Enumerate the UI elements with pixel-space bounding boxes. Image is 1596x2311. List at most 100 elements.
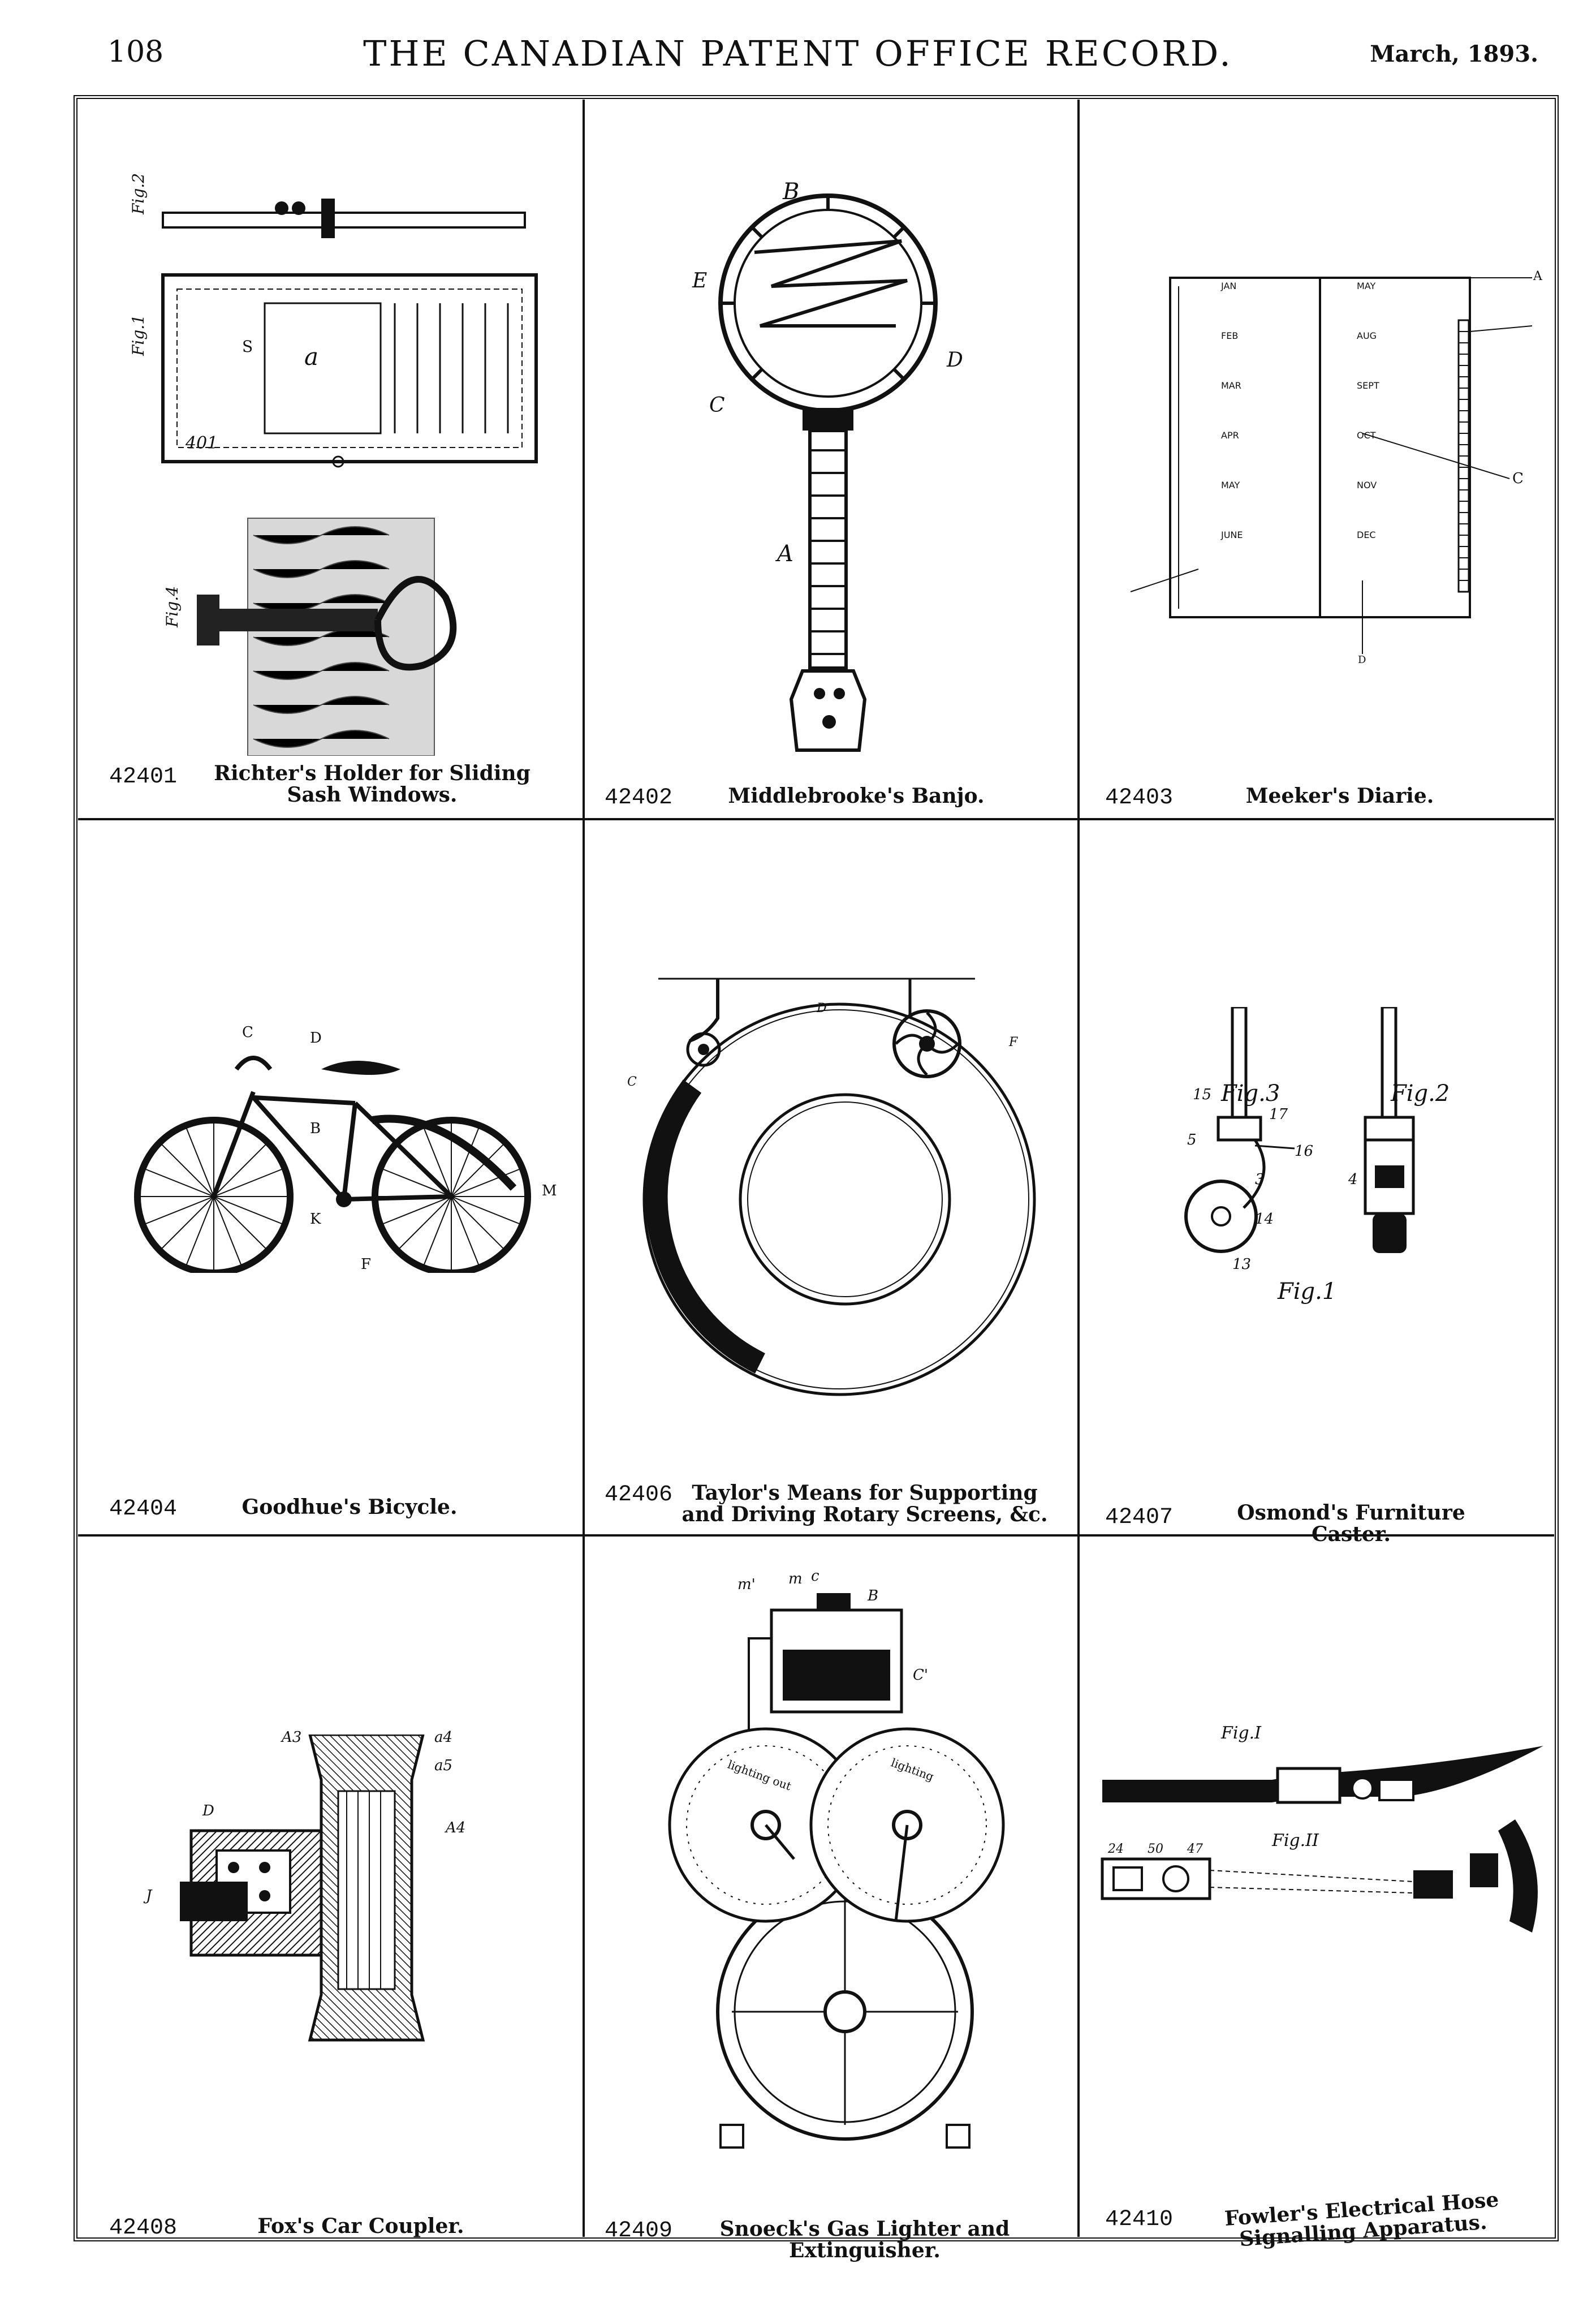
page-number: 108	[107, 35, 164, 69]
patent-cell-42401: Fig.2 Fig.1 Fig.4 a S 401 42401 Richter'…	[78, 100, 583, 818]
patent-cell-42403: JAN FEB MAR APR MAY JUNE MAY AUG SEPT OC…	[1080, 100, 1554, 818]
fowler-drawing: Fig.I Fig.II 24 50 47	[1097, 1723, 1549, 1938]
osmond-label-5: 5	[1187, 1131, 1197, 1148]
month-label: DEC	[1357, 530, 1376, 540]
richter-label-fig2: Fig.2	[129, 173, 148, 215]
patent-title: Goodhue's Bicycle.	[241, 1495, 458, 1519]
fox-label-a5-top: a5	[434, 1757, 453, 1774]
page-title: THE CANADIAN PATENT OFFICE RECORD.	[363, 33, 1233, 74]
page-header: 108 THE CANADIAN PATENT OFFICE RECORD. M…	[0, 0, 1596, 85]
osmond-label-4: 4	[1348, 1171, 1358, 1188]
fox-label-a3: A3	[282, 1729, 302, 1746]
diarie-figure	[1130, 277, 1533, 654]
patent-cell-42408: A3 a4 a5 A4 D J 42408 Fox's Car Coupler.	[78, 1537, 583, 2241]
richter-label-fig4: Fig.4	[163, 586, 182, 628]
snoeck-drawing: m' m c B C' lighting out lighting	[664, 1568, 1026, 2170]
snoeck-label-c1: C'	[913, 1667, 929, 1684]
month-label: MAY	[1357, 281, 1376, 291]
month-label: MAR	[1221, 380, 1241, 391]
month-label: OCT	[1357, 430, 1376, 441]
patent-grid-frame	[74, 95, 1559, 2241]
snoeck-label-m: m	[788, 1570, 803, 1587]
fowler-figures	[1101, 1746, 1543, 1933]
bicycle-label-k: K	[310, 1211, 321, 1228]
banjo-label-d: D	[947, 348, 963, 372]
bicycle-label-b: B	[310, 1120, 321, 1137]
patent-title: Fowler's Electrical Hose Signalling Appa…	[1223, 2188, 1500, 2252]
patent-number: 42408	[109, 2215, 178, 2241]
taylor-label-f: F	[1009, 1035, 1018, 1049]
taylor-figure	[642, 978, 1036, 1396]
fox-label-d: D	[202, 1802, 214, 1819]
snoeck-label-m1: m'	[737, 1576, 756, 1593]
month-label: MAY	[1221, 480, 1240, 490]
grid-divider-v2	[1077, 100, 1080, 2237]
patent-title: Taylor's Means for Supporting and Drivin…	[681, 1481, 1048, 1526]
osmond-label-17: 17	[1269, 1106, 1288, 1123]
osmond-label-fig2: Fig.2	[1391, 1081, 1450, 1107]
fox-label-a4-side: A4	[446, 1819, 466, 1836]
richter-label-401: 401	[186, 433, 218, 453]
snoeck-label-c: c	[811, 1568, 819, 1585]
patent-number: 42407	[1105, 1505, 1174, 1530]
patent-title: Richter's Holder for Sliding Sash Window…	[214, 761, 530, 807]
diarie-months-left: JAN FEB MAR APR MAY JUNE	[1221, 281, 1289, 579]
diarie-label-d: D	[1358, 654, 1366, 666]
richter-drawing: Fig.2 Fig.1 Fig.4 a S 401	[112, 173, 576, 756]
bicycle-drawing: D C B K F M	[123, 1024, 564, 1273]
osmond-figures	[1184, 1007, 1415, 1253]
month-label: APR	[1221, 430, 1239, 441]
diarie-months-right: MAY AUG SEPT OCT NOV DEC	[1357, 281, 1425, 579]
bicycle-label-c: C	[242, 1024, 253, 1041]
patent-cell-42406: D F C 42406 Taylor's Means for Supportin…	[585, 820, 1077, 1534]
patent-number: 42403	[1105, 785, 1174, 811]
osmond-label-fig1: Fig.1	[1278, 1279, 1337, 1305]
fowler-label-fig2: Fig.II	[1272, 1831, 1319, 1850]
banjo-figure	[718, 193, 938, 752]
richter-label-s: S	[242, 337, 253, 356]
page-date: March, 1893.	[1370, 41, 1538, 67]
osmond-drawing: Fig.3 Fig.2 Fig.1 15 17 5 16 3 14 13 4	[1164, 1007, 1470, 1358]
osmond-label-15: 15	[1193, 1086, 1212, 1103]
patent-number: 42401	[109, 764, 178, 790]
osmond-label-fig3: Fig.3	[1221, 1081, 1280, 1107]
month-label: NOV	[1357, 480, 1377, 490]
bicycle-label-m: M	[542, 1182, 557, 1199]
diarie-label-a: A	[1533, 269, 1542, 283]
patent-title: Fox's Car Coupler.	[257, 2214, 464, 2238]
bicycle-label-d: D	[310, 1030, 322, 1047]
fowler-label-50: 50	[1148, 1842, 1163, 1856]
taylor-label-c: C	[627, 1075, 637, 1089]
fox-figure	[180, 1735, 425, 2042]
taylor-label-d: D	[817, 1001, 827, 1015]
patent-title: Osmond's Furniture Caster.	[1237, 1501, 1465, 1546]
richter-label-fig1: Fig.1	[129, 314, 148, 356]
banjo-label-c: C	[709, 394, 725, 417]
patent-title: Snoeck's Gas Lighter and Extinguisher.	[719, 2217, 1010, 2262]
month-label: AUG	[1357, 330, 1377, 341]
patent-cell-42404: D C B K F M 42404 Goodhue's Bicycle.	[78, 820, 583, 1534]
patent-title: Meeker's Diarie.	[1245, 784, 1434, 808]
patent-number: 42410	[1105, 2207, 1174, 2232]
patent-cell-42410: Fig.I Fig.II 24 50 47 42410 Fowler's Ele…	[1080, 1537, 1554, 2251]
banjo-label-a: A	[777, 541, 793, 567]
richter-figures	[161, 199, 538, 756]
snoeck-figure	[668, 1593, 1005, 2149]
fowler-label-24: 24	[1108, 1842, 1124, 1856]
patent-cell-42407: Fig.3 Fig.2 Fig.1 15 17 5 16 3 14 13 4 4…	[1080, 820, 1554, 1545]
patent-cell-42409: m' m c B C' lighting out lighting 42409 …	[585, 1537, 1077, 2261]
patent-number: 42402	[605, 785, 673, 811]
patent-number: 42406	[605, 1482, 673, 1508]
grid-divider-v1	[583, 100, 585, 2237]
fowler-label-fig1: Fig.I	[1221, 1723, 1262, 1743]
grid-divider-h1	[78, 818, 1554, 820]
banjo-label-e: E	[692, 269, 708, 292]
month-label: JUNE	[1221, 530, 1243, 540]
month-label: SEPT	[1357, 380, 1379, 391]
patent-number: 42404	[109, 1496, 178, 1522]
snoeck-label-b: B	[868, 1587, 879, 1604]
diarie-label-c: C	[1512, 470, 1524, 487]
patent-title: Middlebrooke's Banjo.	[728, 784, 985, 808]
osmond-label-13: 13	[1232, 1256, 1252, 1273]
osmond-label-16: 16	[1295, 1143, 1314, 1160]
